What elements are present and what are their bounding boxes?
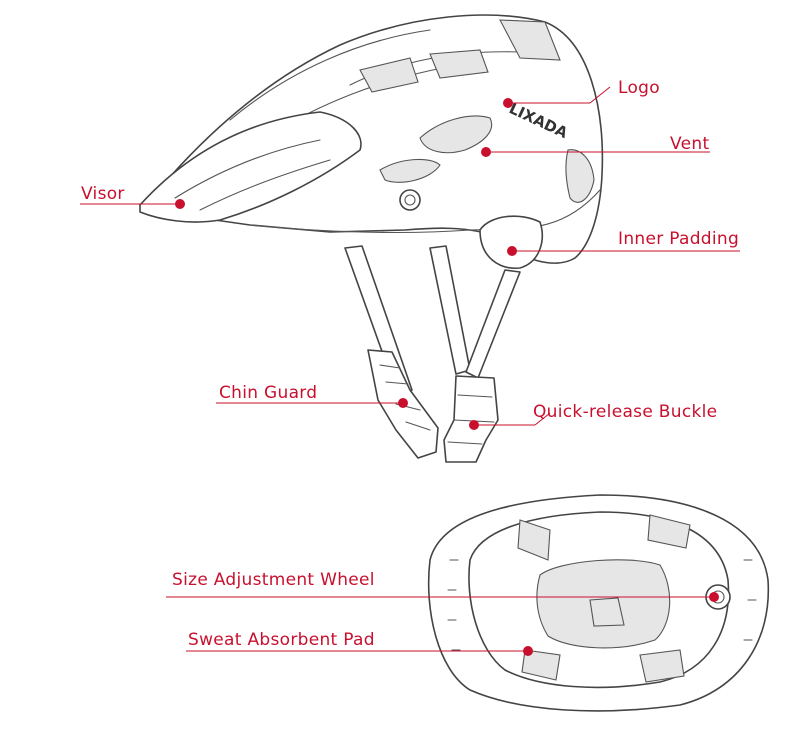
helmet-side-view: LIXADA [140,15,602,462]
marker-vent [481,147,491,157]
emblem-icon [400,190,420,210]
buckle-part [444,376,498,462]
inner-padding-part [480,216,542,268]
marker-inner-padding [507,246,517,256]
label-chin-guard: Chin Guard [219,383,317,403]
marker-chin-guard [398,398,408,408]
label-logo: Logo [618,78,660,98]
marker-sweat-pad [523,646,533,656]
helmet-inside-view [429,495,769,711]
label-quick-release-buckle: Quick-release Buckle [533,402,717,422]
marker-logo [503,98,513,108]
marker-size-wheel [709,592,719,602]
label-vent: Vent [670,134,709,154]
label-inner-padding: Inner Padding [618,229,739,249]
marker-visor [175,199,185,209]
label-sweat-absorbent-pad: Sweat Absorbent Pad [188,630,375,650]
label-size-adjustment-wheel: Size Adjustment Wheel [172,570,375,590]
side-strap [466,270,520,378]
marker-buckle [469,420,479,430]
label-visor: Visor [81,184,125,204]
front-strap [430,246,470,374]
